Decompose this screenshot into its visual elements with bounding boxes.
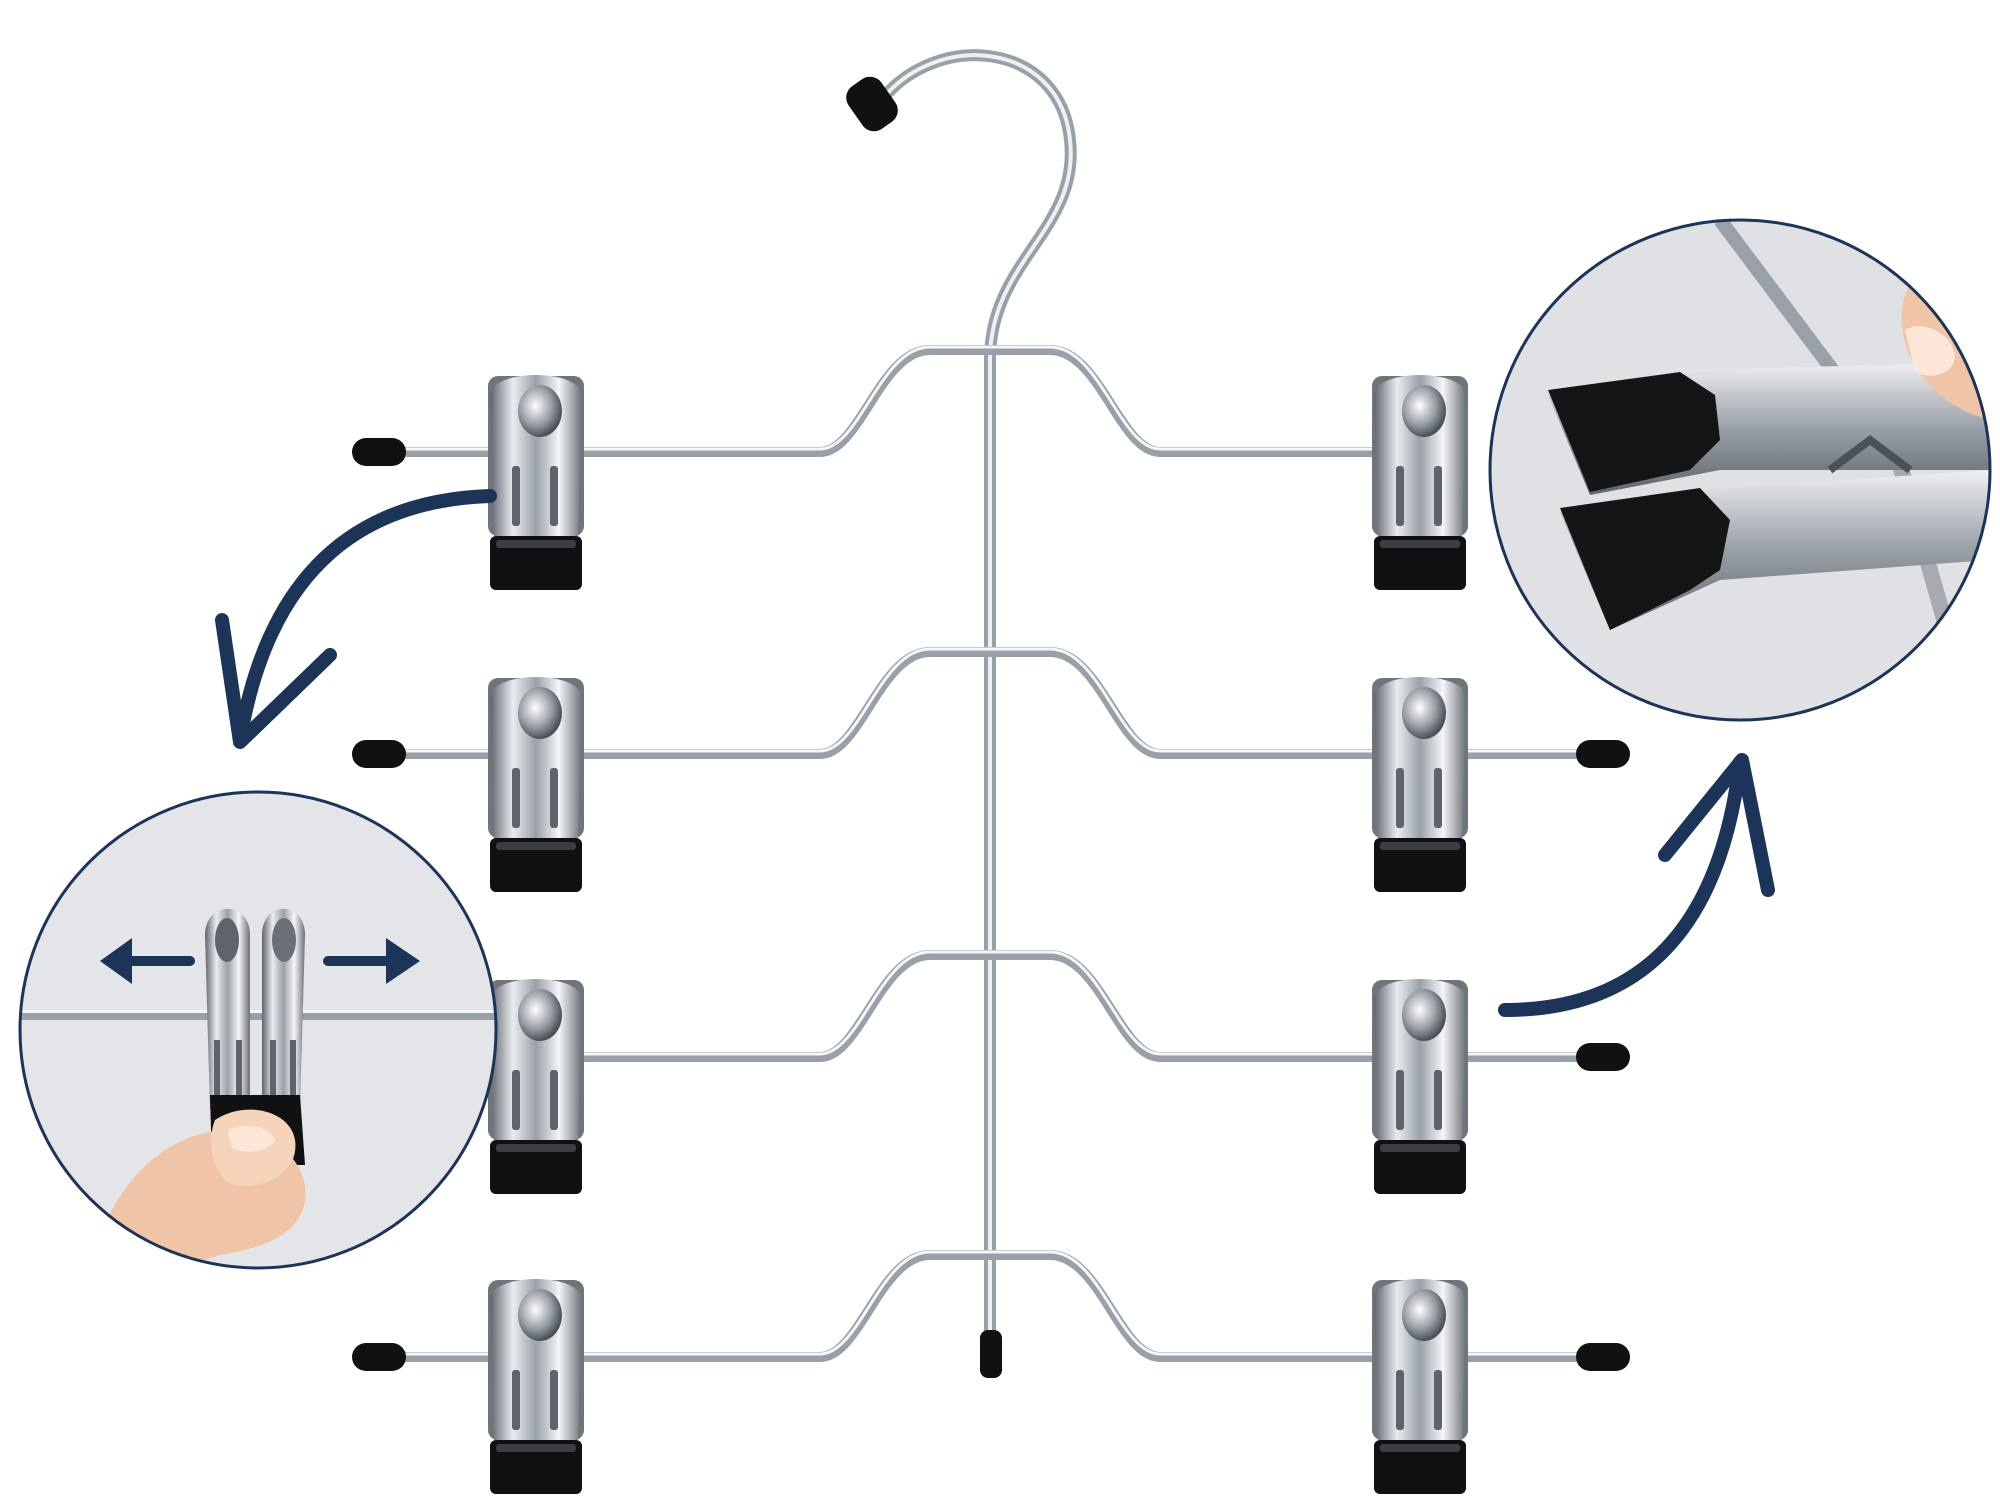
hanger-hook bbox=[846, 49, 1077, 1378]
clip-grip-detail-inset bbox=[1488, 218, 1992, 722]
tier-1 bbox=[352, 345, 1455, 466]
clip-icon bbox=[488, 375, 584, 590]
hook-tip-cap bbox=[846, 76, 898, 132]
clip-icon bbox=[1372, 677, 1468, 892]
spine-foot-cap bbox=[980, 1330, 1002, 1378]
rod-end-cap bbox=[1576, 740, 1630, 768]
clip-icon bbox=[488, 677, 584, 892]
clip-icon bbox=[488, 1279, 584, 1494]
double-arrow-icon bbox=[100, 938, 420, 984]
tier-2 bbox=[352, 647, 1630, 768]
rod-end-cap bbox=[1576, 1343, 1630, 1371]
clip-icon bbox=[488, 979, 584, 1194]
curved-arrow-icon bbox=[215, 489, 497, 749]
rod-end-cap bbox=[352, 740, 406, 768]
rod-end-cap bbox=[1576, 1043, 1630, 1071]
clip-icon bbox=[1372, 375, 1468, 590]
clip-icon bbox=[1372, 979, 1468, 1194]
tier-4 bbox=[352, 1250, 1630, 1371]
curved-arrow-icon bbox=[1498, 753, 1775, 1017]
tier-3 bbox=[355, 950, 1630, 1071]
rod-end-cap bbox=[352, 1343, 406, 1371]
hanger-tiers bbox=[352, 345, 1630, 1371]
clip-slide-detail-inset bbox=[18, 790, 498, 1270]
clip-icon bbox=[1372, 1279, 1468, 1494]
rod-end-cap bbox=[352, 438, 406, 466]
clips bbox=[488, 375, 1468, 1494]
